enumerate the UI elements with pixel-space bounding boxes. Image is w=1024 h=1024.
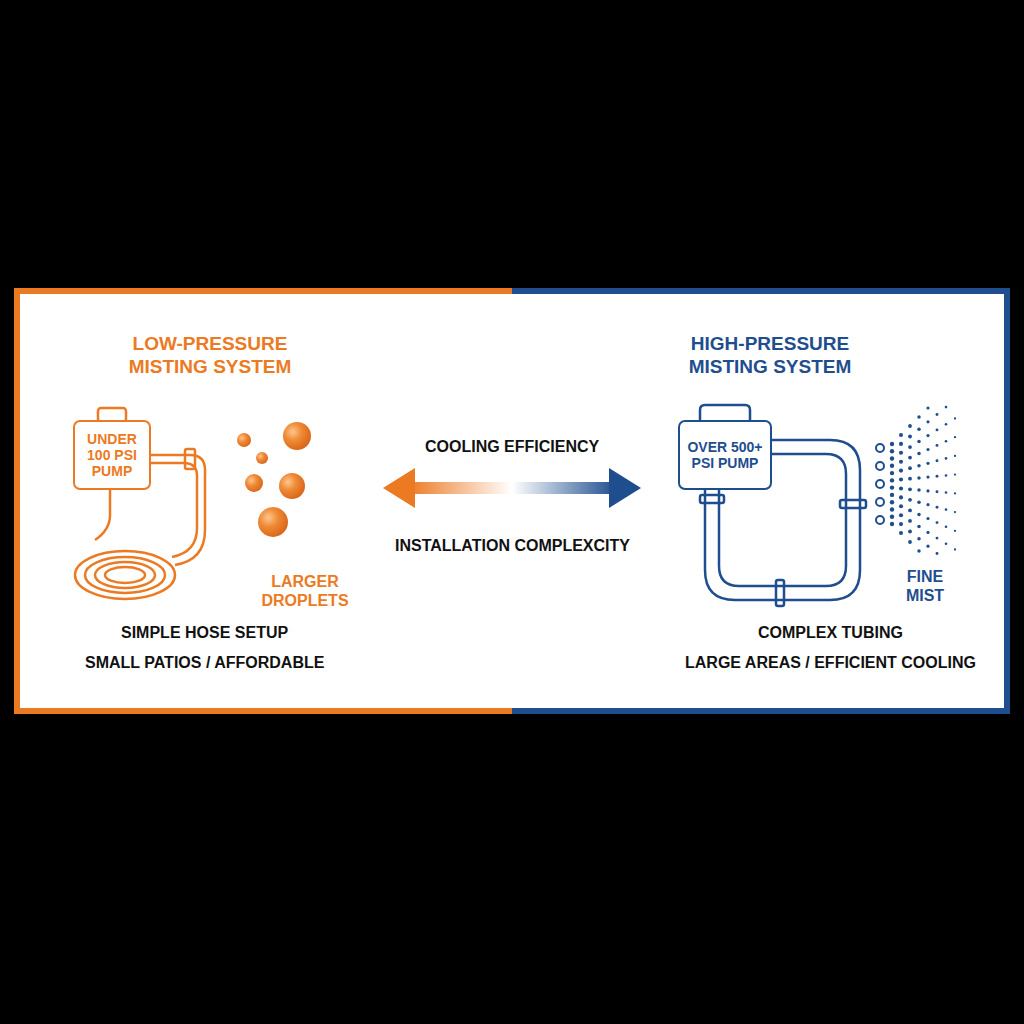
droplets	[237, 422, 311, 537]
mist-label: FINE MIST	[895, 567, 955, 605]
panel-ground	[14, 288, 1010, 714]
feature-text: LARGE AREAS / EFFICIENT COOLING	[685, 653, 976, 672]
feature-text: SIMPLE HOSE SETUP	[121, 623, 288, 642]
left-border	[17, 291, 512, 711]
section-heading: LOW-PRESSURE MISTING SYSTEM	[110, 333, 310, 379]
axis-label: COOLING EFFICIENCY	[425, 437, 599, 456]
mist-spray	[876, 406, 956, 555]
pump-box: OVER 500+ PSI PUMP	[678, 420, 772, 490]
right-border	[512, 291, 1007, 711]
axis-label: INSTALLATION COMPLEXCITY	[395, 536, 630, 555]
pump-box: UNDER 100 PSI PUMP	[73, 420, 151, 490]
feature-text: COMPLEX TUBING	[758, 623, 903, 642]
pump-rating: OVER 500+ PSI PUMP	[685, 439, 765, 471]
section-heading: HIGH-PRESSURE MISTING SYSTEM	[670, 333, 870, 379]
pump-handle	[700, 405, 750, 420]
double-arrow	[383, 468, 641, 508]
pump-rating: UNDER 100 PSI PUMP	[80, 431, 144, 479]
feature-text: SMALL PATIOS / AFFORDABLE	[85, 653, 324, 672]
droplet-label: LARGER DROPLETS	[255, 572, 355, 610]
